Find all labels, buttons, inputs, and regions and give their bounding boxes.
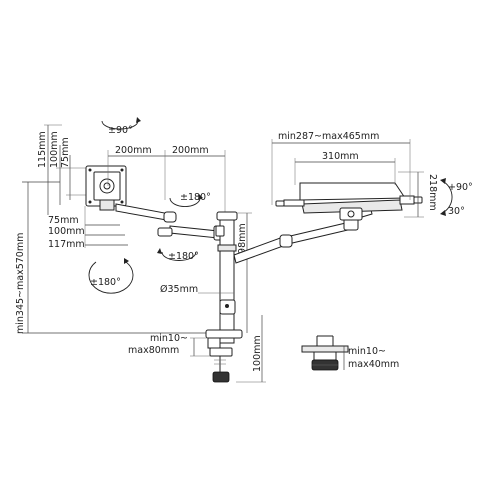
vesa-100-label: 100mm [49,131,60,168]
total-height-dimension: min345~max570mm [15,181,210,334]
clamp-range-line1: min10~ [150,333,188,344]
monitor-arm [115,203,227,241]
clamp-base-height-label: 100mm [252,335,263,372]
vesa-w-100-label: 100mm [48,226,85,237]
swivel-left-label: ±180° [90,277,121,288]
vesa-w-117-label: 117mm [48,239,85,250]
clamp-range-line2: max80mm [128,345,179,356]
grommet-range: min10~ max40mm [343,346,399,370]
rotate-90-label: ±90° [108,125,133,136]
pole-diameter: Ø35mm [160,284,234,295]
swivel-lower-label: ±180° [168,251,199,262]
total-height-label: min345~max570mm [15,233,26,334]
tray-width-range-dimension: min287~max465mm [271,131,411,205]
tray-depth-dimension: 218mm [398,171,438,218]
tray-width-dimension: 310mm [294,151,396,185]
center-pole [215,211,238,344]
tray-depth-label: 218mm [427,174,438,211]
vesa-plate [85,165,127,211]
grommet-range-line2: max40mm [348,359,399,370]
grommet-mount [301,335,349,371]
swivel-lower-indicator: ±180° [157,248,199,262]
desk-clamp [205,329,243,383]
grommet-range-line1: min10~ [348,346,386,357]
swivel-left-indicator: ±180° [88,258,134,294]
laptop-arm [233,205,373,264]
swivel-upper-indicator: ±180° [169,192,211,207]
vesa-height-dimensions: 115mm 100mm 75mm [37,124,95,215]
arm-seg-b-label: 200mm [172,145,209,156]
swivel-upper-label: ±180° [180,192,211,203]
clamp-range: min10~ max80mm [128,333,210,357]
tray-width-range-label: min287~max465mm [278,131,379,142]
arm-seg-a-label: 200mm [115,145,152,156]
arm-length-dimensions: 200mm 200mm [107,145,226,215]
pole-height-label: 398mm [237,223,248,260]
laptop-tray [275,182,423,221]
rotate-90-indicator: ±90° [101,117,141,136]
vesa-75-label: 75mm [60,137,71,168]
clamp-base-height: 100mm [236,315,266,383]
tray-tilt-up-label: +90° [448,182,473,193]
pole-height-dimension: 398mm [237,212,252,333]
tray-tilt-down-label: 30° [448,206,465,217]
pole-diameter-label: Ø35mm [160,284,198,295]
vesa-115-label: 115mm [37,131,48,168]
tray-width-label: 310mm [322,151,359,162]
vesa-w-75-label: 75mm [48,215,79,226]
tray-tilt-indicator: +90° 30° [440,178,473,217]
vesa-width-dimensions: 75mm 100mm 117mm [48,206,128,250]
